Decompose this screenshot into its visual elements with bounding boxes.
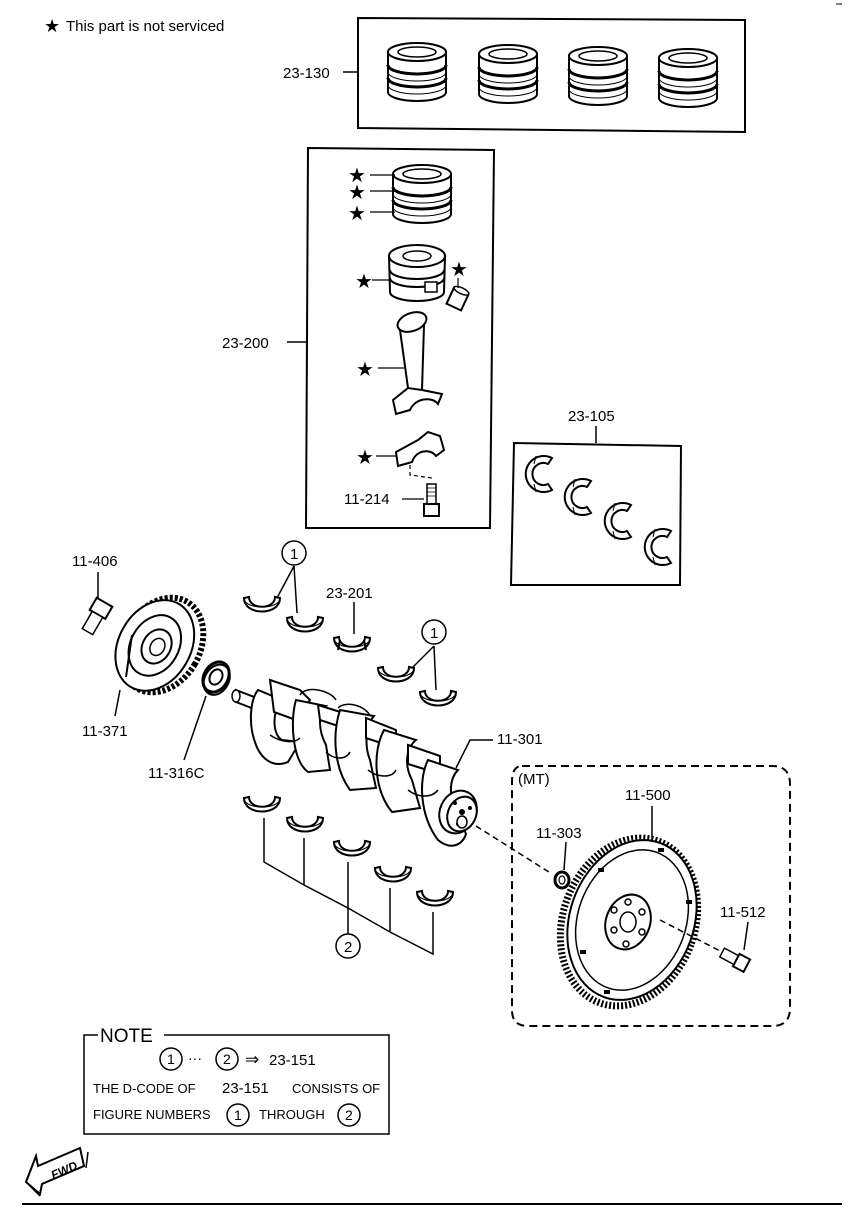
star-ring-2: ★ (348, 182, 366, 204)
note-line3-b: THROUGH (259, 1107, 325, 1122)
star-pin: ★ (450, 259, 468, 281)
mt-label: (MT) (518, 771, 550, 788)
part-label-23-105: 23-105 (568, 408, 615, 425)
piston-rod-box (287, 146, 496, 529)
note-callout-1: 1 (167, 1051, 175, 1067)
callout-1-upper-right: 1 (430, 625, 438, 642)
part-label-23-200: 23-200 (222, 335, 269, 352)
part-label-11-316c: 11-316C (148, 765, 205, 782)
front-oil-seal (201, 660, 231, 696)
upper-main-bearings-group-2 (377, 619, 457, 707)
star-conrod: ★ (356, 359, 374, 381)
ring-set-box (343, 16, 746, 134)
note-callout-2: 2 (223, 1051, 231, 1067)
crankshaft (231, 678, 493, 847)
thrust-bearing (333, 602, 371, 653)
note-line3-callout-1: 1 (234, 1107, 242, 1123)
part-label-11-500: 11-500 (625, 787, 671, 804)
legend-star: ★ (44, 16, 60, 36)
callout-1-upper-left: 1 (290, 546, 298, 563)
note-dots: ··· (188, 1050, 202, 1066)
part-label-23-130: 23-130 (283, 65, 330, 82)
star-ring-3: ★ (348, 203, 366, 225)
part-label-11-214: 11-214 (344, 491, 390, 508)
pulley-bolt (81, 572, 114, 636)
part-label-23-201: 23-201 (326, 585, 373, 602)
note-line3-callout-2: 2 (345, 1107, 353, 1123)
conrod-bearing-box (509, 426, 683, 586)
lower-main-bearings (243, 796, 454, 959)
note-box (83, 1034, 390, 1135)
upper-main-bearings-group-1 (243, 540, 324, 633)
star-ring-1: ★ (348, 165, 366, 187)
callout-2-lower: 2 (344, 939, 352, 956)
star-piston: ★ (355, 271, 373, 293)
note-title: NOTE (100, 1026, 153, 1047)
part-label-11-512: 11-512 (720, 904, 766, 921)
legend-text: This part is not serviced (66, 18, 224, 35)
mt-flywheel-box (475, 765, 791, 1027)
part-label-11-371: 11-371 (82, 723, 128, 740)
note-line2-b: CONSISTS OF (292, 1081, 380, 1096)
part-label-11-406: 11-406 (72, 553, 118, 570)
note-line2-a: THE D-CODE OF (93, 1081, 196, 1096)
note-arrow: ⇒ (245, 1050, 259, 1069)
note-line3-a: FIGURE NUMBERS (93, 1107, 211, 1122)
fwd-arrow-icon (24, 1146, 89, 1197)
note-line2-code: 23-151 (222, 1080, 269, 1097)
part-label-11-303: 11-303 (536, 825, 582, 842)
part-label-11-301: 11-301 (497, 731, 543, 748)
star-cap: ★ (356, 447, 374, 469)
note-target-code: 23-151 (269, 1052, 316, 1069)
crank-pulley (114, 594, 207, 696)
